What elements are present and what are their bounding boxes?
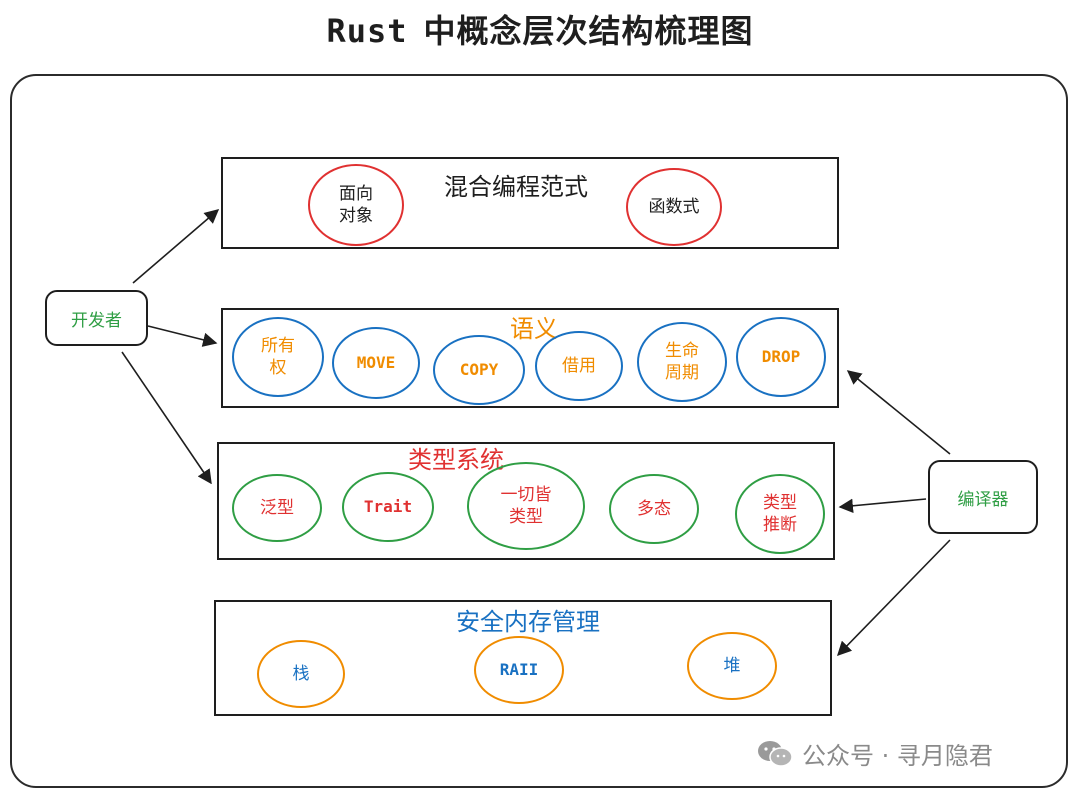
arrow-dev-to-semantics <box>147 325 218 347</box>
memory-item-stack-label: 栈 <box>292 664 310 684</box>
developer-node: 开发者 <box>45 290 148 346</box>
memory-box <box>214 600 832 716</box>
semantics-item-borrow: 借用 <box>535 331 623 401</box>
types-item-everything-is-type-label: 一切皆 类型 <box>500 485 552 527</box>
semantics-item-drop: DROP <box>736 317 826 397</box>
semantics-item-borrow-label: 借用 <box>562 356 596 376</box>
semantics-item-move: MOVE <box>332 327 420 399</box>
paradigm-item-functional-label: 函数式 <box>648 197 700 217</box>
arrow-compiler-to-semantics <box>846 370 951 455</box>
memory-item-stack: 栈 <box>257 640 345 708</box>
types-item-trait: Trait <box>342 472 434 542</box>
type-system-box <box>217 442 835 560</box>
watermark: 公众号 · 寻月隐君 <box>756 736 993 771</box>
type-system-title: 类型系统 <box>408 446 504 474</box>
arrow-compiler-to-types <box>838 498 927 513</box>
memory-item-heap-label: 堆 <box>723 656 741 676</box>
semantics-item-move-label: MOVE <box>356 353 396 372</box>
compiler-label: 编译器 <box>957 489 1009 510</box>
types-item-polymorphism: 多态 <box>609 474 699 544</box>
types-item-trait-label: Trait <box>363 497 413 516</box>
outer-frame <box>10 74 1068 788</box>
semantics-item-copy: COPY <box>433 335 525 405</box>
arrow-dev-to-types <box>121 351 212 485</box>
paradigm-title: 混合编程范式 <box>444 173 588 201</box>
arrow-dev-to-paradigm <box>132 209 220 284</box>
compiler-node: 编译器 <box>928 460 1038 534</box>
types-item-generics: 泛型 <box>232 474 322 542</box>
semantics-item-ownership: 所有 权 <box>232 317 324 397</box>
semantics-item-lifetime-label: 生命 周期 <box>665 341 699 383</box>
diagram-title: Rust 中概念层次结构梳理图 <box>0 6 1080 52</box>
paradigm-item-oop: 面向 对象 <box>308 164 404 246</box>
memory-item-heap: 堆 <box>687 632 777 700</box>
types-item-generics-label: 泛型 <box>260 498 294 518</box>
memory-item-raii: RAII <box>474 636 564 704</box>
types-item-type-inference: 类型 推断 <box>735 474 825 554</box>
paradigm-box <box>221 157 839 249</box>
watermark-text: 公众号 · 寻月隐君 <box>802 742 993 770</box>
semantics-item-lifetime: 生命 周期 <box>637 322 727 402</box>
memory-item-raii-label: RAII <box>499 660 539 679</box>
semantics-box <box>221 308 839 408</box>
arrow-compiler-to-memory <box>836 539 951 657</box>
semantics-item-ownership-label: 所有 权 <box>261 336 295 378</box>
developer-label: 开发者 <box>71 310 122 331</box>
wechat-icon <box>758 740 793 767</box>
title-prefix: Rust <box>326 12 408 50</box>
types-item-polymorphism-label: 多态 <box>637 499 671 519</box>
title-text: 中概念层次结构梳理图 <box>423 12 754 50</box>
semantics-item-drop-label: DROP <box>761 347 801 366</box>
types-item-everything-is-type: 一切皆 类型 <box>467 462 585 550</box>
semantics-item-copy-label: COPY <box>459 360 499 379</box>
types-item-type-inference-label: 类型 推断 <box>763 493 797 535</box>
paradigm-item-functional: 函数式 <box>626 168 722 246</box>
memory-title: 安全内存管理 <box>456 608 600 636</box>
paradigm-item-oop-label: 面向 对象 <box>339 184 373 226</box>
